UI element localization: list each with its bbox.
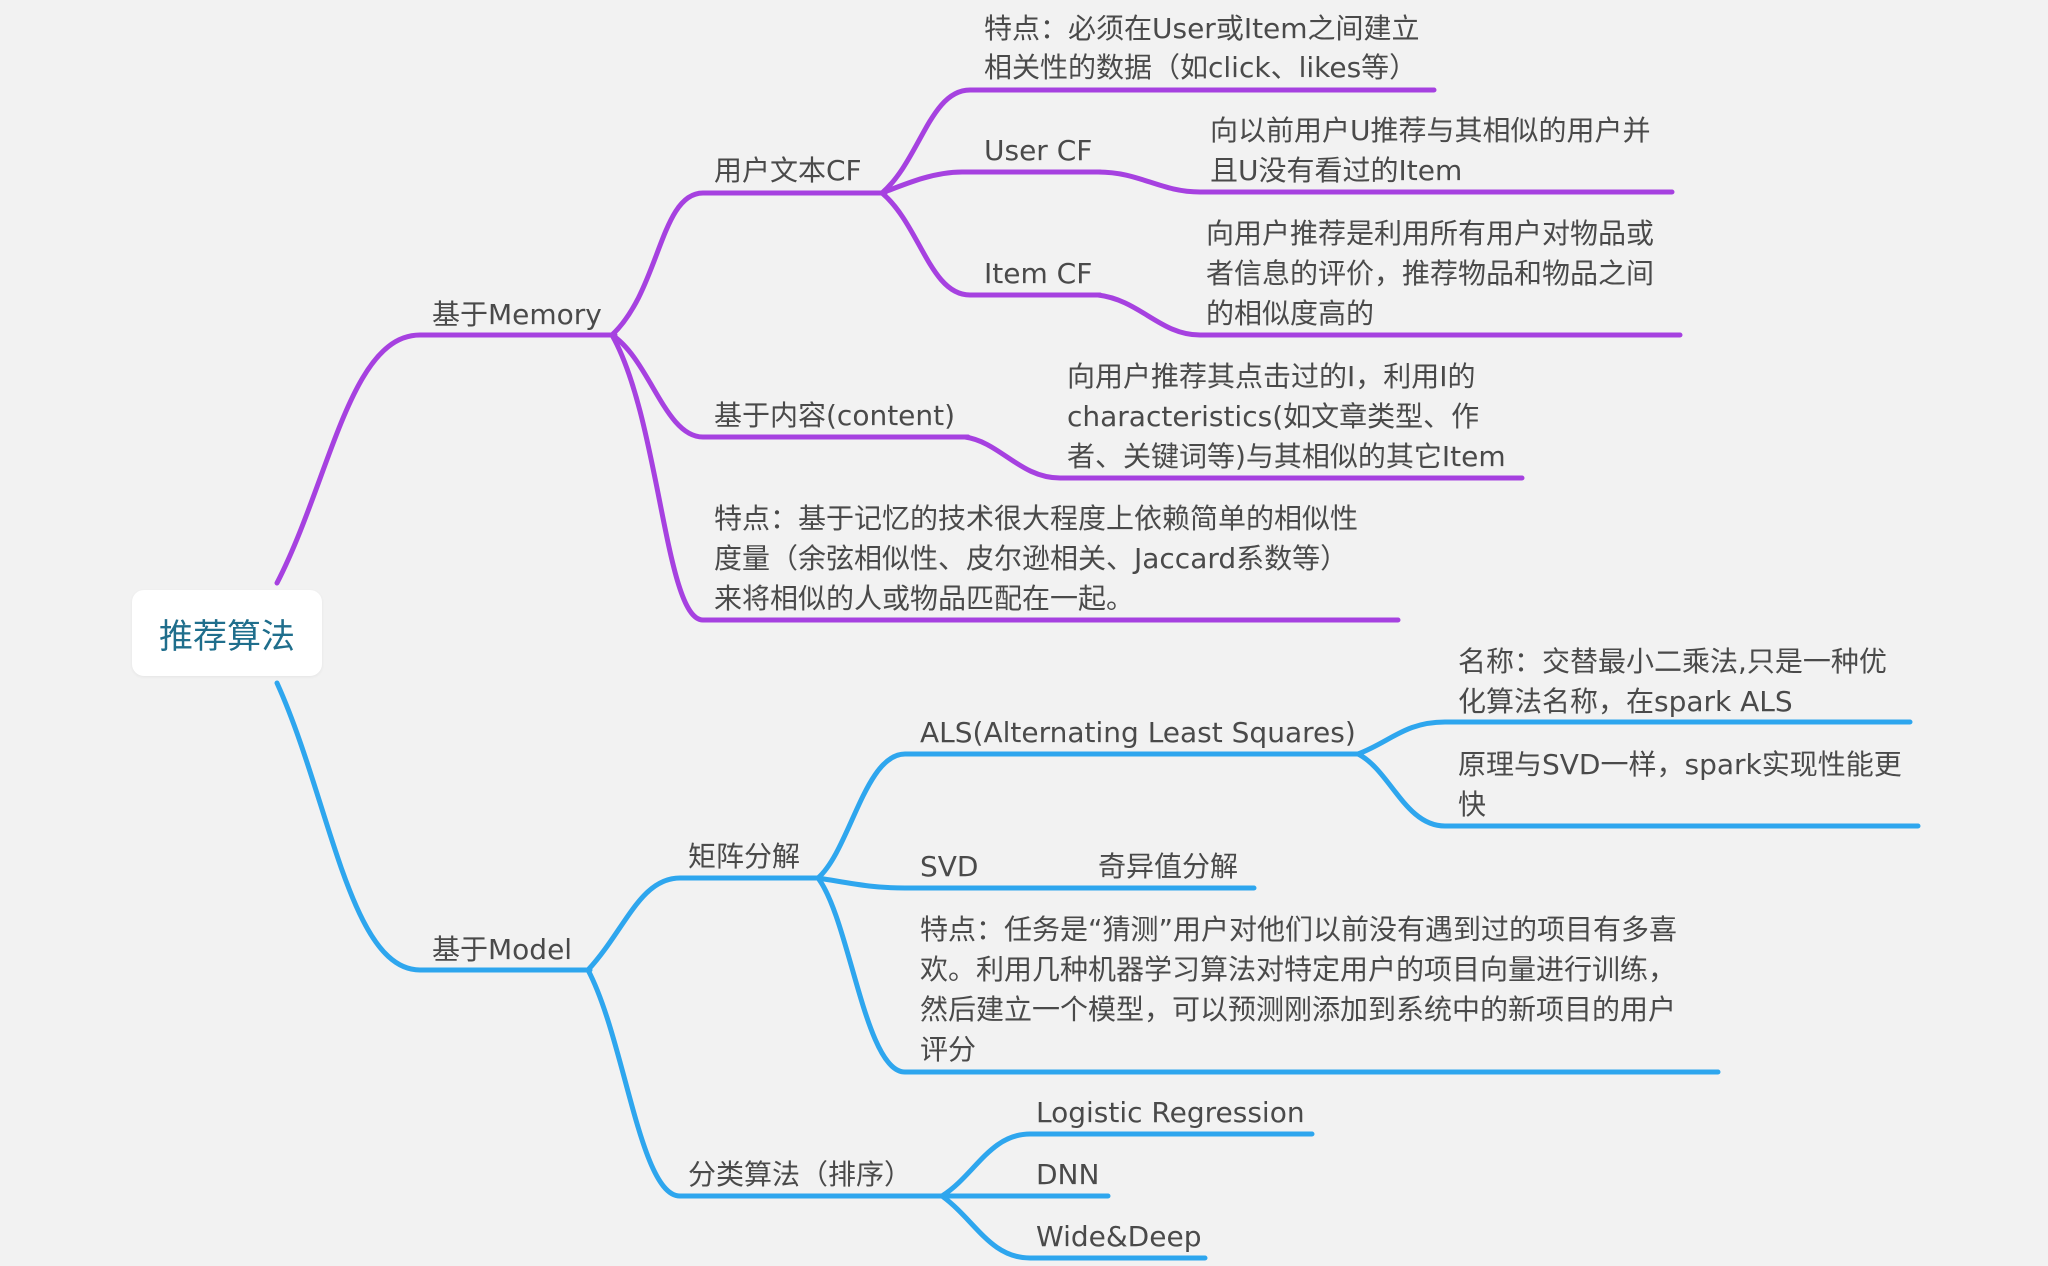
link-matrix-feature bbox=[815, 875, 1721, 1075]
node-user-cf-desc-line-2: 且U没有看过的Item bbox=[1210, 154, 1463, 187]
node-usercf-feature-line-1: 特点：必须在User或Item之间建立 bbox=[984, 12, 1420, 45]
node-memory-feature-line-2: 度量（余弦相似性、皮尔逊相关、Jaccard系数等） bbox=[714, 542, 1349, 575]
node-user-cf-desc-line-1: 向以前用户U推荐与其相似的用户并 bbox=[1210, 114, 1651, 147]
underline-usercf-desc bbox=[1095, 169, 1675, 195]
node-usercf-feature-line-2: 相关性的数据（如click、likes等） bbox=[984, 51, 1418, 84]
link-als-name bbox=[1355, 719, 1913, 757]
node-content-desc-line-2: characteristics(如文章类型、作 bbox=[1067, 400, 1480, 433]
underline-itemcf-desc bbox=[1095, 292, 1683, 338]
link-usercf-feature bbox=[879, 87, 1437, 196]
node-als[interactable]: ALS(Alternating Least Squares) bbox=[920, 716, 1356, 749]
node-memory-feature-line-1: 特点：基于记忆的技术很大程度上依赖简单的相似性 bbox=[714, 502, 1359, 535]
node-svd[interactable]: SVD bbox=[920, 850, 979, 883]
link-matrix-als bbox=[815, 751, 1363, 881]
root-node[interactable] bbox=[132, 590, 322, 676]
root-node-label: 推荐算法 bbox=[159, 616, 295, 657]
node-matrix-feature-line-4: 评分 bbox=[920, 1033, 977, 1066]
link-root-model bbox=[274, 680, 593, 973]
underline-content-desc bbox=[962, 434, 1525, 481]
link-memory-usercf-group bbox=[609, 190, 888, 338]
node-als-name-line-1: 名称：交替最小二乘法,只是一种优 bbox=[1458, 645, 1887, 678]
memory-branch-links bbox=[274, 87, 1683, 623]
link-matrix-svd bbox=[815, 875, 1257, 891]
link-model-matrix bbox=[585, 875, 823, 973]
node-content[interactable]: 基于内容(content) bbox=[714, 399, 956, 432]
node-memory-feature-line-3: 来将相似的人或物品匹配在一起。 bbox=[714, 582, 1135, 615]
node-matrix-feature-line-3: 然后建立一个模型，可以预测刚添加到系统中的新项目的用户 bbox=[920, 993, 1677, 1026]
node-matrix-feature-line-1: 特点：任务是“猜测”用户对他们以前没有遇到过的项目有多喜 bbox=[920, 913, 1678, 946]
link-class-lr bbox=[939, 1131, 1315, 1199]
node-matrix-feature-line-2: 欢。利用几种机器学习算法对特定用户的项目向量进行训练， bbox=[920, 953, 1677, 986]
node-svd-desc: 奇异值分解 bbox=[1098, 850, 1239, 883]
node-als-principle-line-2: 快 bbox=[1458, 788, 1487, 821]
link-model-classification bbox=[585, 967, 948, 1199]
model-branch-links bbox=[274, 680, 1921, 1261]
node-item-cf-desc-line-3: 的相似度高的 bbox=[1206, 297, 1375, 330]
node-item-cf-desc-line-1: 向用户推荐是利用所有用户对物品或 bbox=[1206, 217, 1655, 250]
node-als-principle-line-1: 原理与SVD一样，spark实现性能更 bbox=[1458, 748, 1902, 781]
link-class-widedeep bbox=[939, 1193, 1208, 1261]
link-memory-content bbox=[609, 332, 971, 440]
node-item-cf-desc-line-2: 者信息的评价，推荐物品和物品之间 bbox=[1206, 257, 1655, 290]
node-content-desc-line-1: 向用户推荐其点击过的I，利用I的 bbox=[1067, 360, 1476, 393]
node-memory[interactable]: 基于Memory bbox=[432, 298, 602, 331]
link-memory-feature bbox=[609, 332, 1401, 623]
node-user-text-cf[interactable]: 用户文本CF bbox=[714, 154, 862, 187]
node-logistic-regression[interactable]: Logistic Regression bbox=[1036, 1096, 1305, 1129]
node-dnn[interactable]: DNN bbox=[1036, 1158, 1100, 1191]
node-wide-deep[interactable]: Wide&Deep bbox=[1036, 1220, 1202, 1253]
node-classification[interactable]: 分类算法（排序） bbox=[688, 1158, 913, 1191]
link-als-principle bbox=[1355, 751, 1921, 829]
node-matrix[interactable]: 矩阵分解 bbox=[688, 840, 801, 873]
node-user-cf[interactable]: User CF bbox=[984, 134, 1093, 167]
link-usercf-usercf bbox=[879, 169, 1103, 196]
link-root-memory bbox=[274, 332, 618, 586]
link-usercf-itemcf bbox=[879, 190, 1103, 298]
node-item-cf[interactable]: Item CF bbox=[984, 257, 1093, 290]
node-content-desc-line-3: 者、关键词等)与其相似的其它Item bbox=[1067, 440, 1506, 473]
node-als-name-line-2: 化算法名称，在spark ALS bbox=[1458, 685, 1793, 718]
node-model[interactable]: 基于Model bbox=[432, 933, 573, 966]
